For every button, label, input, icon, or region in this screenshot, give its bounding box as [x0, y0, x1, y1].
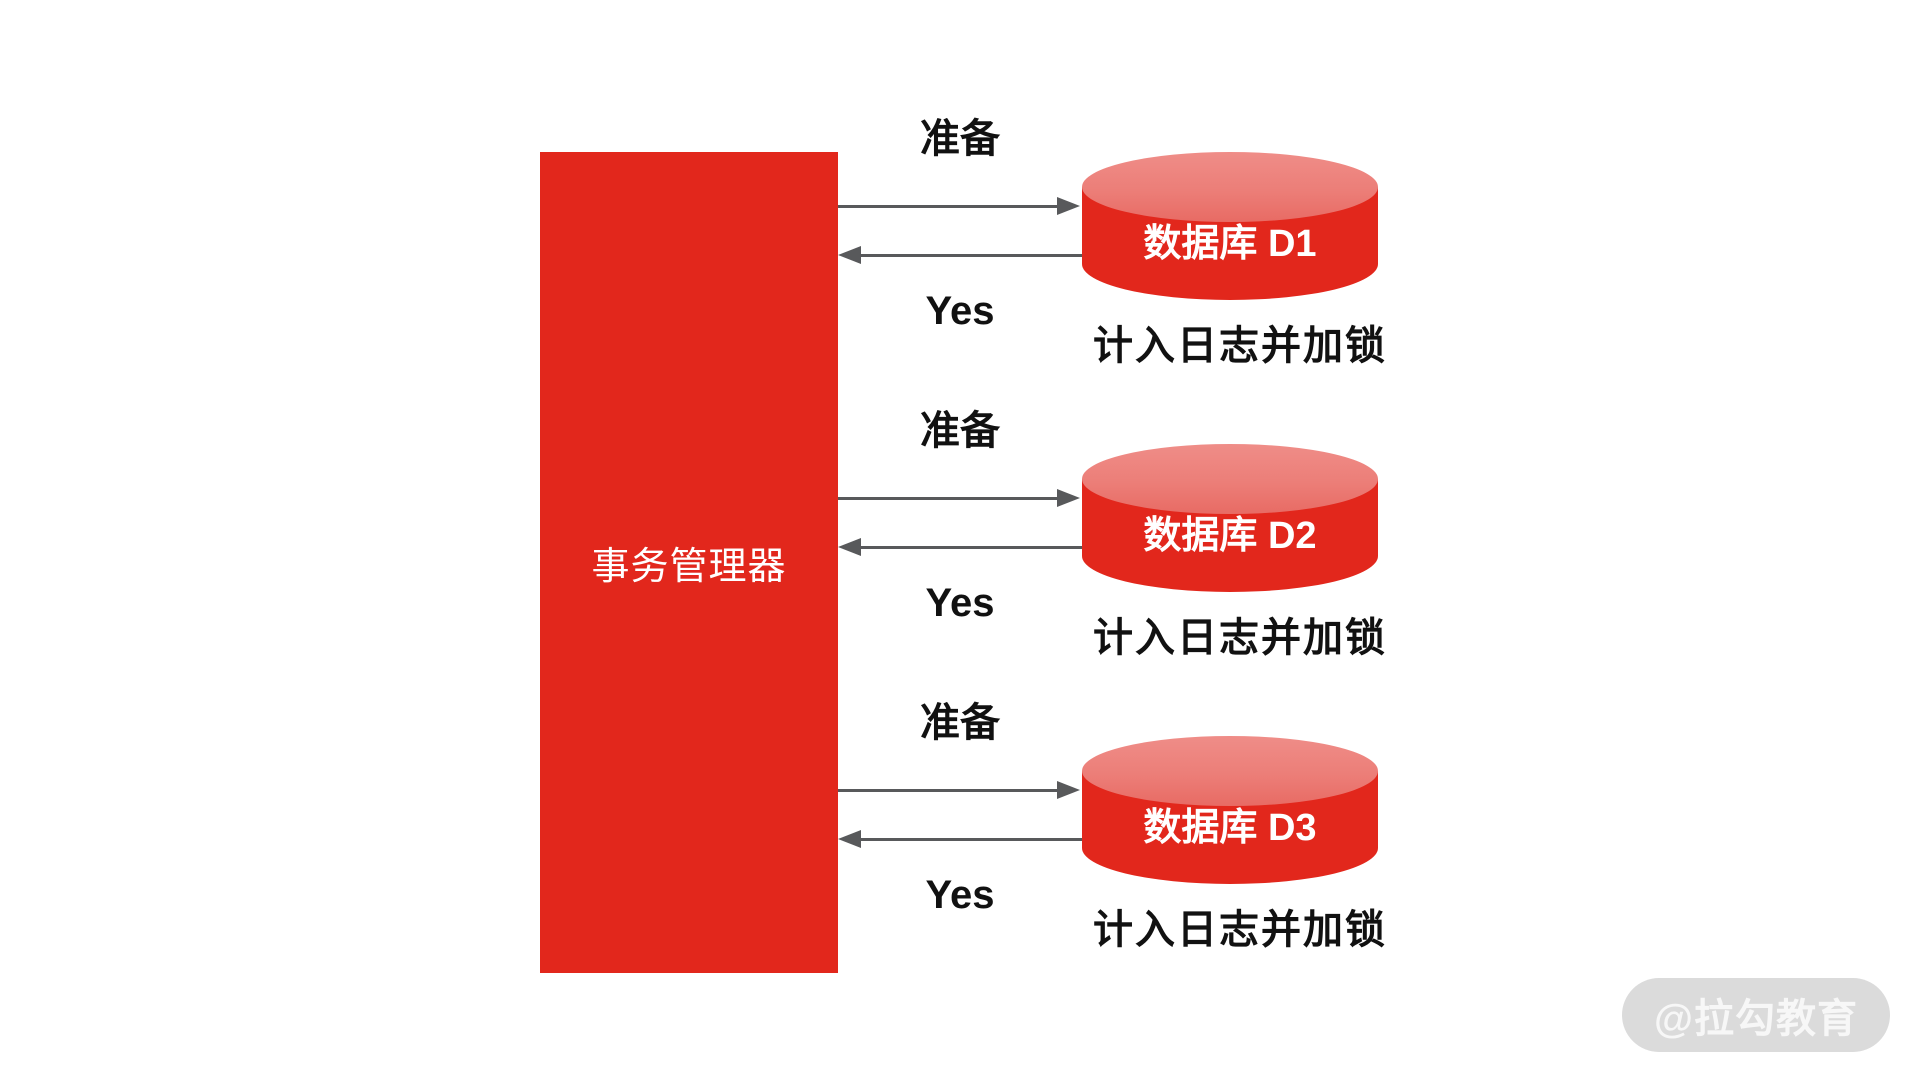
arrowhead-right-icon	[1057, 197, 1080, 215]
reply-arrow-line	[859, 546, 1082, 549]
watermark-badge: @拉勾教育	[1622, 978, 1890, 1052]
database-cylinder-d3: 数据库 D3	[1082, 736, 1378, 884]
prepare-arrow-line	[838, 789, 1059, 792]
cylinder-top-face	[1082, 152, 1378, 222]
log-lock-note: 计入日志并加锁	[1093, 908, 1387, 952]
transaction-manager-label: 事务管理器	[591, 546, 787, 588]
database-label: 数据库 D1	[1143, 223, 1317, 265]
reply-label: Yes	[925, 873, 995, 917]
database-label: 数据库 D3	[1143, 807, 1317, 849]
prepare-arrow-line	[838, 205, 1059, 208]
reply-arrow-line	[859, 838, 1082, 841]
cylinder-top-face	[1082, 736, 1378, 806]
database-cylinder-d2: 数据库 D2	[1082, 444, 1378, 592]
prepare-arrow-line	[838, 497, 1059, 500]
reply-label: Yes	[925, 289, 995, 333]
watermark-label: @拉勾教育	[1653, 997, 1858, 1041]
cylinder-top-face	[1082, 444, 1378, 514]
prepare-label: 准备	[920, 701, 1000, 745]
arrowhead-right-icon	[1057, 489, 1080, 507]
database-cylinder-d1: 数据库 D1	[1082, 152, 1378, 300]
log-lock-note: 计入日志并加锁	[1093, 616, 1387, 660]
reply-label: Yes	[925, 581, 995, 625]
database-label: 数据库 D2	[1143, 515, 1317, 557]
prepare-label: 准备	[920, 117, 1000, 161]
arrowhead-left-icon	[838, 246, 861, 264]
transaction-manager-box: 事务管理器	[540, 152, 838, 973]
prepare-label: 准备	[920, 409, 1000, 453]
arrowhead-right-icon	[1057, 781, 1080, 799]
log-lock-note: 计入日志并加锁	[1093, 324, 1387, 368]
arrowhead-left-icon	[838, 538, 861, 556]
arrowhead-left-icon	[838, 830, 861, 848]
reply-arrow-line	[859, 254, 1082, 257]
